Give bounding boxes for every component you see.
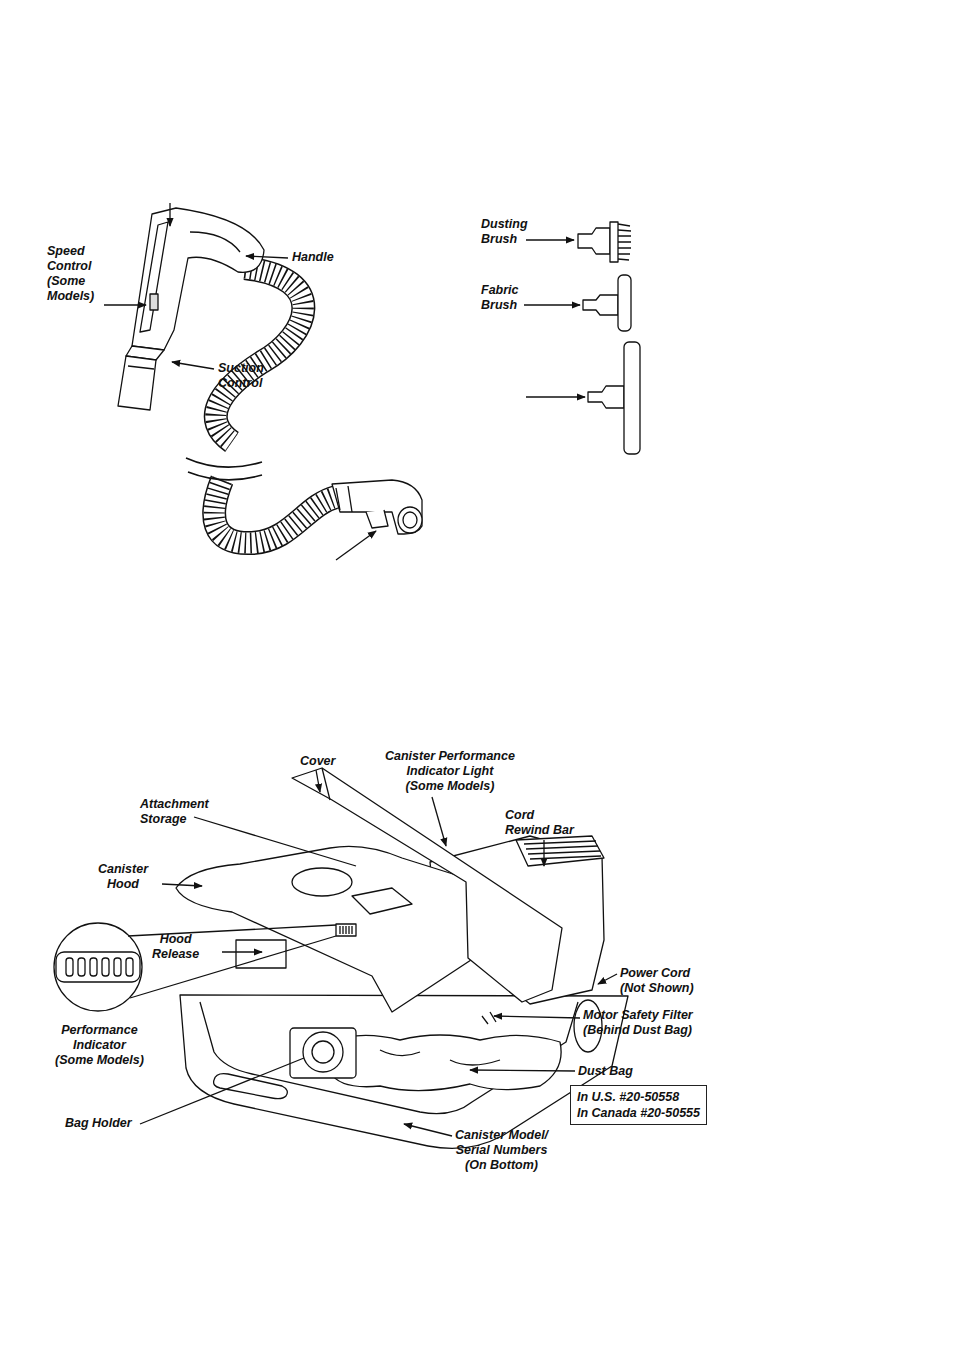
fabric-brush xyxy=(583,275,631,331)
performance-indicator-inset xyxy=(54,923,336,1011)
part-label: Attachment Storage xyxy=(140,797,209,827)
part-label: Canister Hood xyxy=(98,862,148,892)
part-number: In Canada #20-50555 xyxy=(577,1105,700,1121)
part-label: Canister Model/ Serial Numbers (On Botto… xyxy=(455,1128,548,1173)
part-label: Motor Safety Filter (Behind Dust Bag) xyxy=(583,1008,693,1038)
part-label: Fabric Brush xyxy=(481,283,519,313)
part-label: Cord Rewind Bar xyxy=(505,808,574,838)
part-label: Power Cord (Not Shown) xyxy=(620,966,694,996)
part-label: Suction Control xyxy=(218,361,264,391)
hose xyxy=(186,268,422,543)
part-label: Bag Holder xyxy=(65,1116,132,1131)
part-number-box: In U.S. #20-50558In Canada #20-50555 xyxy=(570,1085,707,1125)
part-number: In U.S. #20-50558 xyxy=(577,1089,700,1105)
part-label: Cover xyxy=(300,754,335,769)
dusting-brush xyxy=(578,222,631,262)
part-label: Handle xyxy=(292,250,334,265)
part-label: Speed Control (Some Models) xyxy=(47,244,94,304)
part-label: Hood Release xyxy=(152,932,199,962)
part-label: Performance Indicator (Some Models) xyxy=(55,1023,144,1068)
handle xyxy=(118,208,264,410)
canister xyxy=(176,768,628,1148)
part-label: Dust Bag xyxy=(578,1064,633,1079)
upholstery-tool xyxy=(588,342,640,454)
part-label: Canister Performance Indicator Light (So… xyxy=(385,749,515,794)
part-label: Dusting Brush xyxy=(481,217,528,247)
